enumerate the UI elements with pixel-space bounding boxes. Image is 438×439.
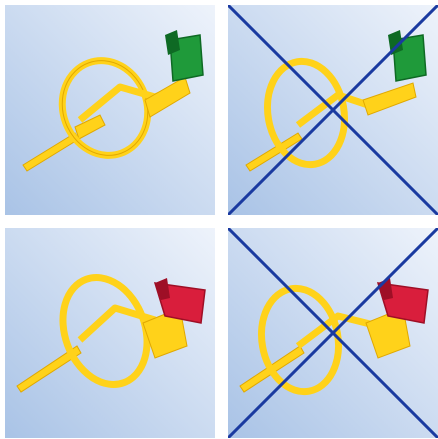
aiming-ring [258,284,342,396]
holder-illustration [5,228,215,438]
xray-holder [22,30,204,172]
holder-illustration [228,5,438,215]
panel-green-correct [5,5,215,215]
holder-illustration [228,228,438,438]
xray-holder [245,30,427,172]
holder-illustration [5,5,215,215]
cross-mark [228,228,438,438]
xray-holder [16,274,206,393]
panel-red-incorrect [228,228,438,438]
cross-mark [228,5,438,215]
aiming-ring [264,57,348,169]
holder-arm [295,312,379,349]
panel-green-incorrect [228,5,438,215]
holder-rod-grip [74,114,106,140]
holder-arm [77,304,157,343]
panel-background [5,5,215,215]
holder-rod [16,345,82,393]
film-plate [362,82,417,116]
film-plate [144,76,191,118]
panel-red-correct [5,228,215,438]
xray-holder [239,278,429,396]
